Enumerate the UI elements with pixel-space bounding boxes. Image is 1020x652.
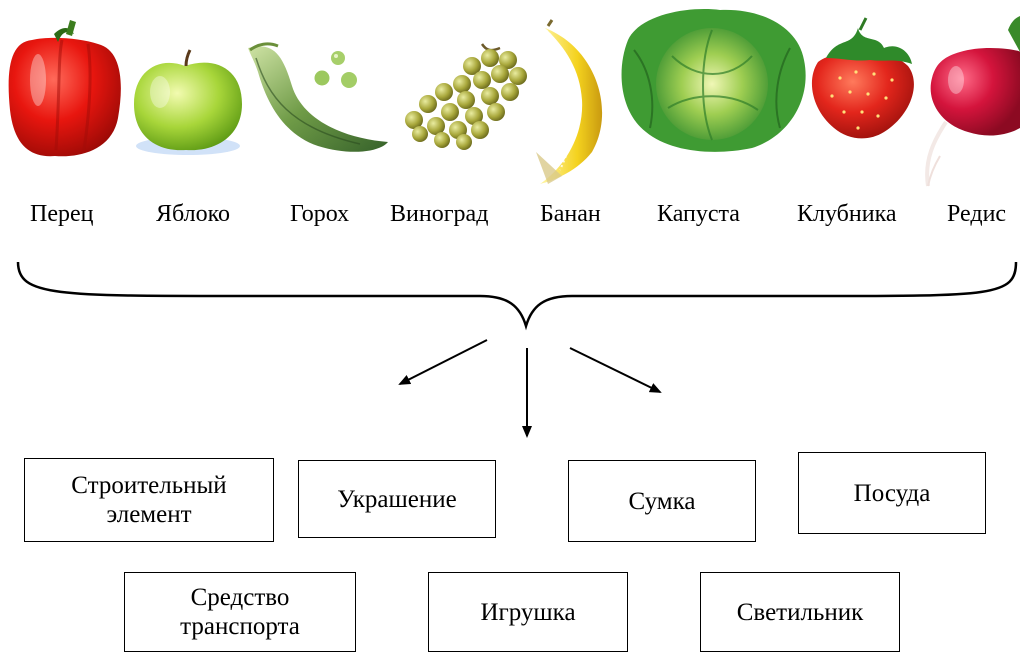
category-line1: Посуда [854,479,931,508]
label-apple: Яблоко [156,200,230,228]
category-box-lamp: Светильник [700,572,900,652]
category-box-building-element: Строительный элемент [24,458,274,542]
pepper-icon [9,20,121,156]
label-banana: Банан [540,200,601,228]
cabbage-icon [622,9,806,152]
category-line2: элемент [106,500,191,529]
label-strawberry: Клубника [797,200,897,228]
category-line1: Средство [191,583,290,612]
peas-icon [248,44,388,152]
label-grapes: Виноград [390,200,488,228]
category-line1: Украшение [337,485,456,514]
label-peas: Горох [290,200,349,228]
category-box-toy: Игрушка [428,572,628,652]
label-pepper: Перец [30,200,93,228]
curly-brace [18,262,1016,326]
category-line1: Строительный [71,471,226,500]
arrow-right [570,348,660,392]
category-line1: Сумка [629,487,696,516]
apple-icon [134,50,242,155]
category-box-bag: Сумка [568,460,756,542]
category-line1: Светильник [737,598,864,627]
category-box-vehicle: Средство транспорта [124,572,356,652]
arrow-left [400,340,487,384]
label-radish: Редис [947,200,1006,228]
radish-icon [927,16,1020,186]
strawberry-icon [812,18,914,138]
category-box-dishes: Посуда [798,452,986,534]
grapes-icon [405,44,527,150]
banana-icon [536,20,602,184]
category-line2: транспорта [180,612,300,641]
label-cabbage: Капуста [657,200,740,228]
category-line1: Игрушка [480,598,575,627]
category-box-decoration: Украшение [298,460,496,538]
